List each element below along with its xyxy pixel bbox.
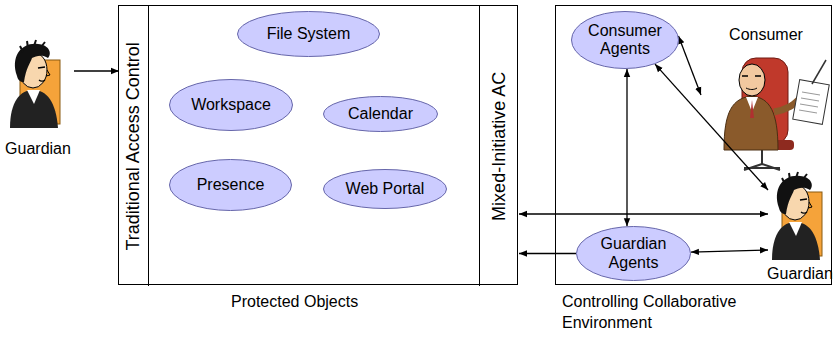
region-box: Controlling Collaborative EnvironmentCon… [555, 5, 832, 285]
connector-arrow [519, 253, 576, 254]
node-label: Guardian Agents [588, 235, 680, 272]
object-ellipse: File System [237, 11, 380, 57]
guardian-node: Guardian [2, 35, 74, 160]
node-label: Consumer Agents [582, 22, 668, 59]
agent-ellipse: Consumer Agents [571, 11, 679, 69]
node-label: Guardian [758, 265, 835, 283]
connector-arrow [74, 70, 119, 71]
access-control-band: Mixed-Initiative AC [479, 6, 519, 286]
node-label: Protected Objects [231, 292, 431, 313]
connector-arrow [691, 250, 768, 252]
node-label: Web Portal [335, 180, 434, 198]
guardian-figure [772, 172, 822, 260]
node-label: Controlling Collaborative Environment [562, 292, 802, 334]
connector-arrow [519, 213, 768, 214]
node-label: Calendar [335, 105, 427, 123]
region-box: Protected ObjectsTraditional Access Cont… [118, 5, 518, 285]
connector-arrow [655, 64, 768, 190]
object-ellipse: Calendar [323, 96, 438, 132]
consumer-figure [724, 58, 829, 170]
node-label: Guardian [0, 140, 84, 158]
connector-arrow [678, 36, 701, 95]
node-label: Workspace [181, 96, 280, 114]
node-label: Traditional Access Control [123, 42, 144, 250]
node-label: File System [251, 25, 365, 43]
node-label: Presence [181, 176, 279, 194]
agent-ellipse: Guardian Agents [576, 226, 691, 281]
node-label: Consumer [691, 26, 835, 44]
node-label: Mixed-Initiative AC [489, 71, 510, 220]
guardian-figure [10, 40, 60, 128]
object-ellipse: Web Portal [323, 169, 447, 209]
access-control-band: Traditional Access Control [119, 6, 149, 286]
object-ellipse: Presence [169, 159, 292, 211]
connector-arrow [626, 69, 627, 226]
object-ellipse: Workspace [169, 79, 293, 131]
guardian-node: Guardian [768, 171, 832, 285]
consumer-node: Consumer [701, 26, 831, 176]
